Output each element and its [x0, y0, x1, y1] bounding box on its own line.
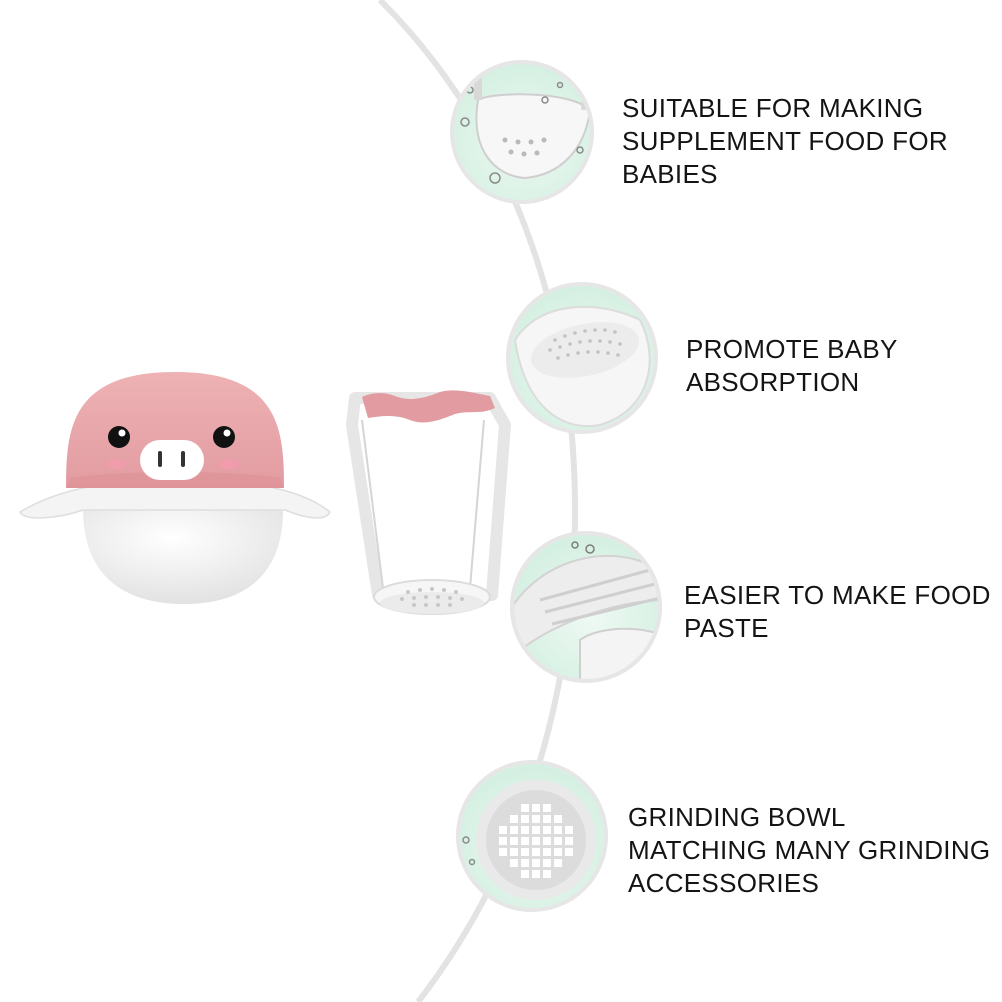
feature-text-absorption: PROMOTE BABY ABSORPTION	[686, 334, 898, 397]
feature-text-grinding-bowl: GRINDING BOWL MATCHING MANY GRINDING ACC…	[628, 802, 991, 898]
detail-grid-image	[456, 760, 608, 912]
masher-image	[346, 390, 511, 615]
detail-strainer-image	[506, 282, 658, 434]
pig-eye-right	[213, 426, 235, 448]
pig-snout	[140, 440, 204, 480]
detail-water-image	[450, 60, 594, 204]
pig-bowl-image	[19, 372, 331, 604]
pig-eye-left	[108, 426, 130, 448]
feature-text-food-supplement: SUITABLE FOR MAKING SUPPLEMENT FOOD FOR …	[622, 93, 948, 189]
feature-text-food-paste: EASIER TO MAKE FOOD PASTE	[684, 580, 991, 643]
detail-grinder-image	[510, 531, 662, 683]
